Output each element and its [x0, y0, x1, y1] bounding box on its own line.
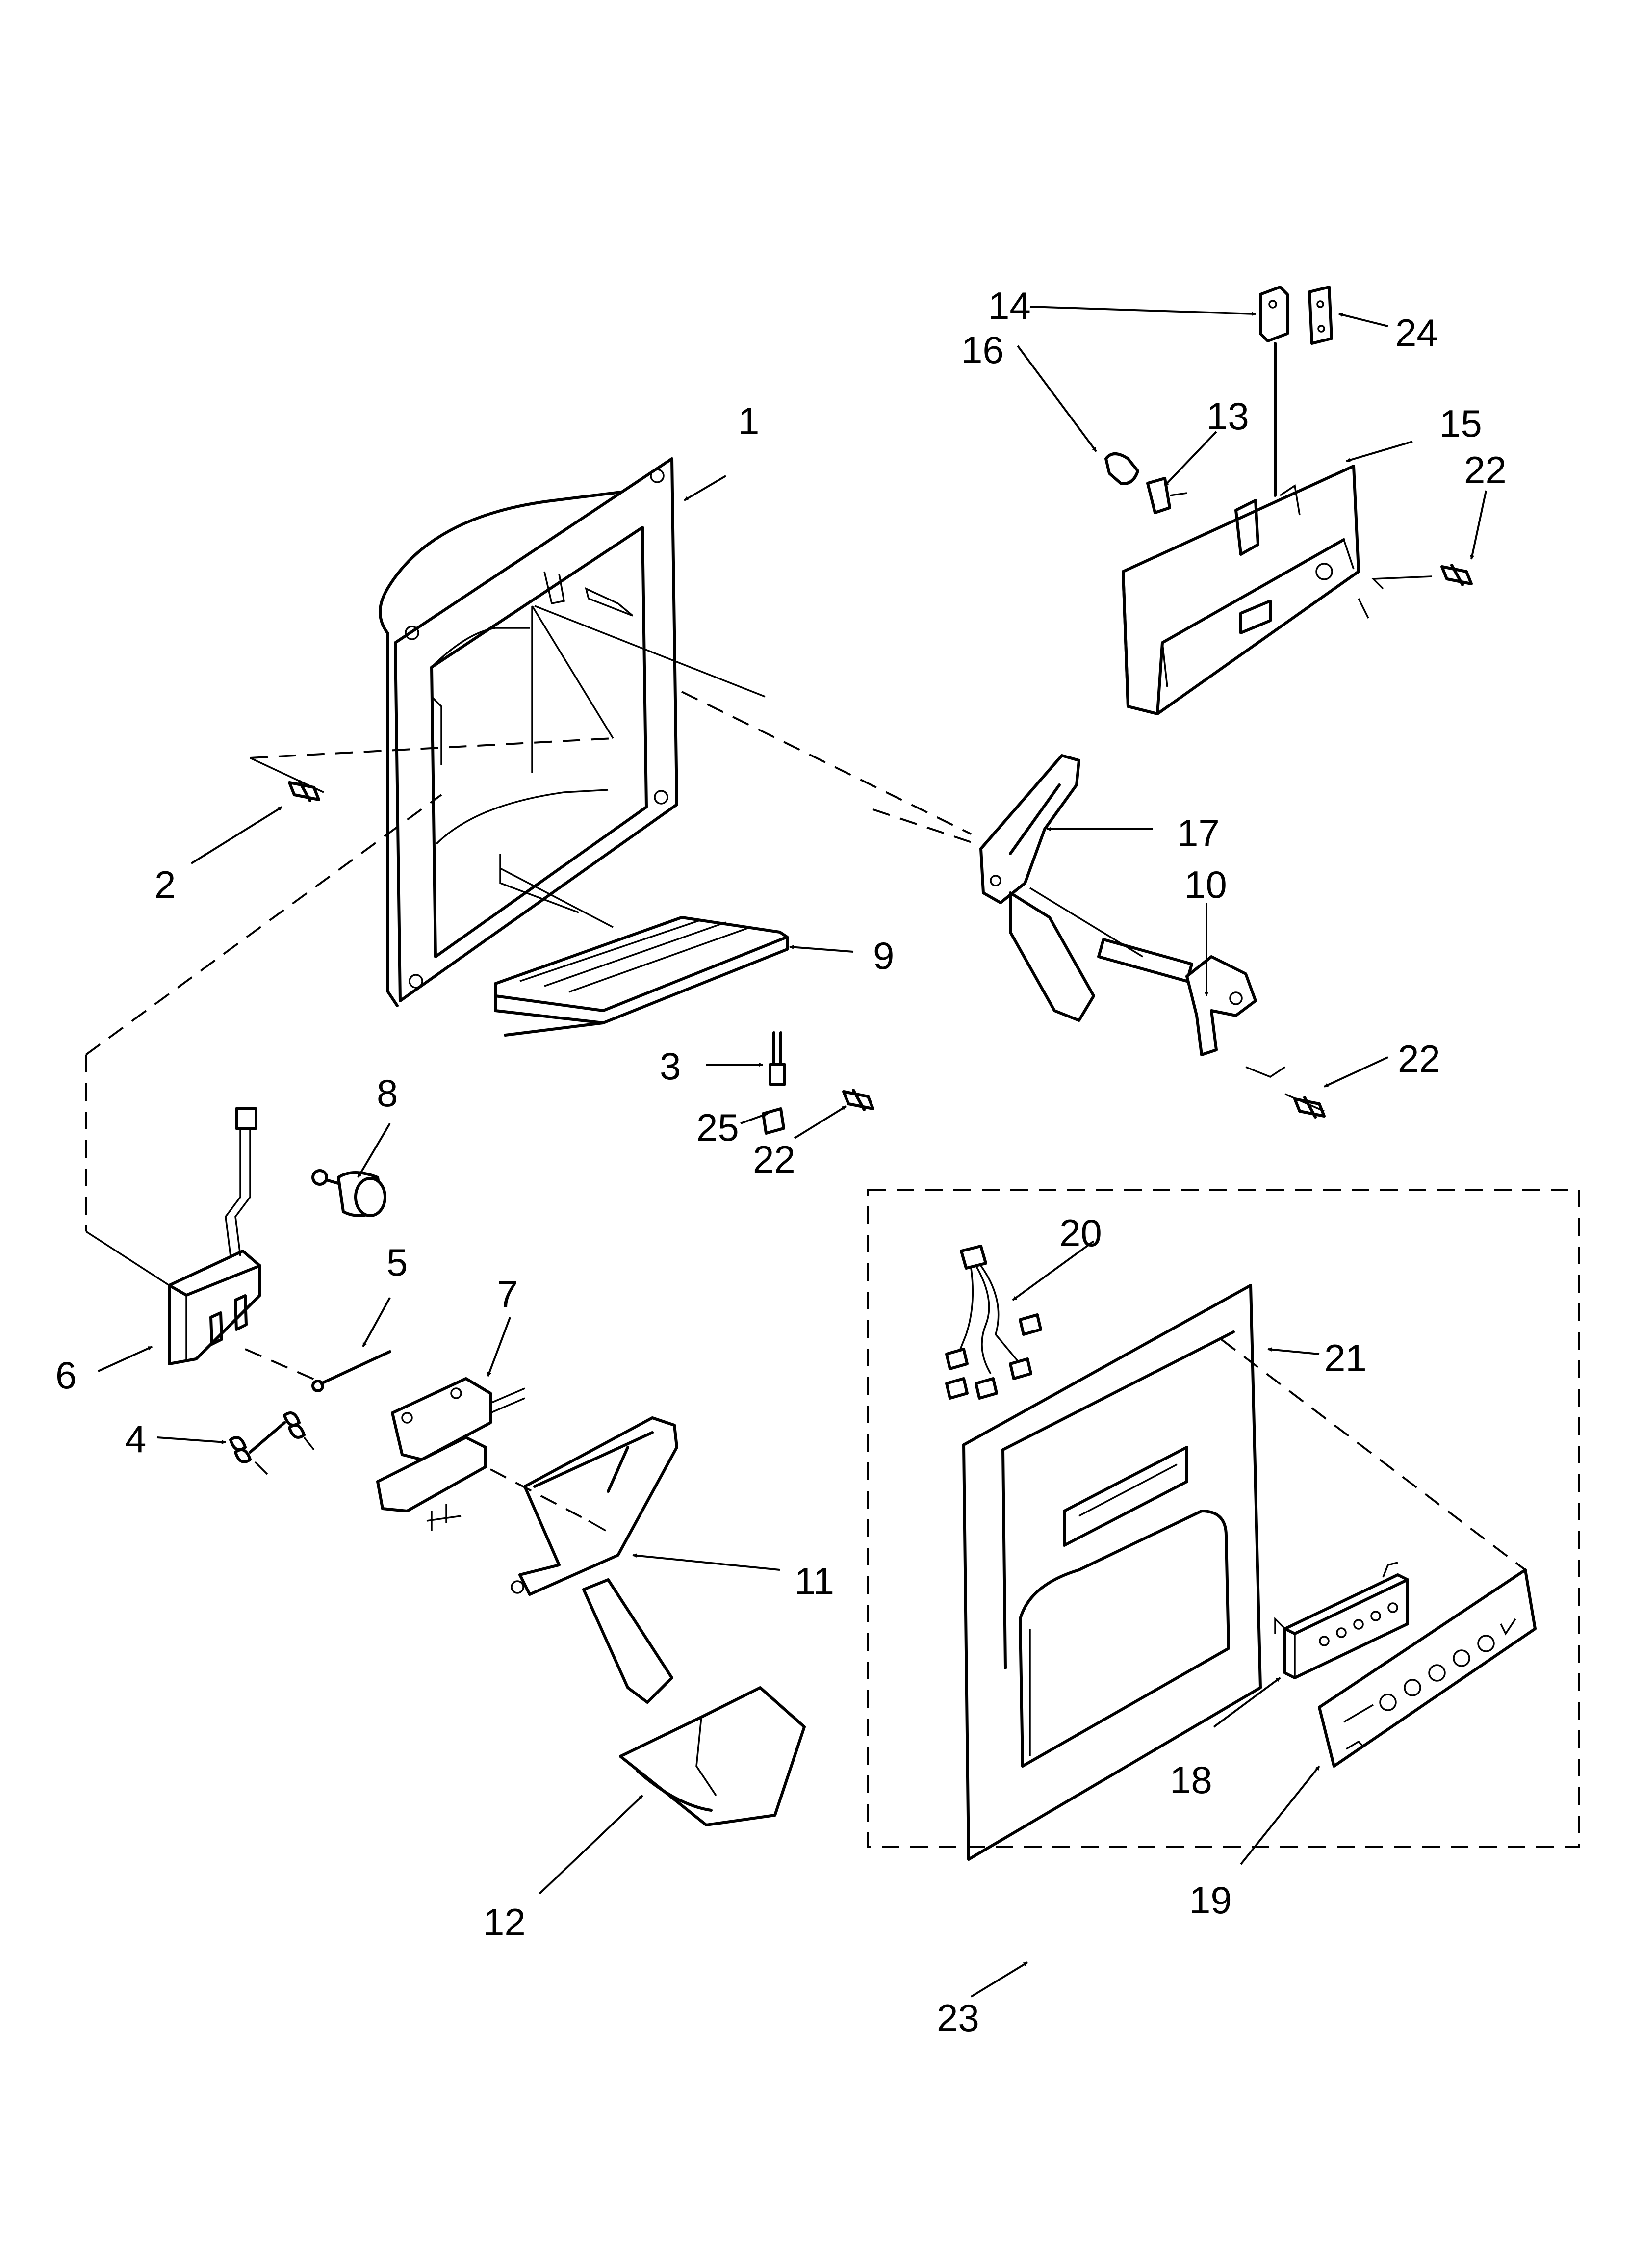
leader-lines: [98, 306, 1487, 1998]
callout-10: 10: [1184, 863, 1227, 906]
callout-20: 20: [1059, 1211, 1102, 1254]
callout-22b: 22: [1398, 1037, 1440, 1080]
callout-24: 24: [1395, 311, 1438, 354]
callout-22c: 22: [753, 1138, 795, 1181]
part-10-arm: [1097, 938, 1257, 1056]
part-16-bulb: [1104, 452, 1139, 485]
callout-14: 14: [988, 284, 1031, 327]
callout-13: 13: [1206, 394, 1249, 438]
part-21-front-panel: [962, 1284, 1262, 1861]
callout-6: 6: [55, 1354, 77, 1397]
part-9-drip-tray: [494, 916, 789, 1037]
callout-17: 17: [1177, 811, 1220, 855]
callout-23: 23: [937, 1996, 979, 2039]
callout-12: 12: [483, 1901, 526, 1944]
callout-2: 2: [154, 863, 176, 906]
callout-16: 16: [961, 328, 1004, 371]
callout-4: 4: [125, 1417, 146, 1460]
callout-8: 8: [377, 1071, 398, 1115]
part-19-overlay: [1318, 1568, 1537, 1768]
callout-25: 25: [696, 1106, 739, 1149]
part-5-shaft: [311, 1350, 391, 1392]
callout-5: 5: [386, 1241, 408, 1284]
callout-22a: 22: [1464, 448, 1507, 492]
callout-11: 11: [795, 1560, 834, 1603]
part-25-bracket: [762, 1107, 785, 1135]
screw-part-22-center: [842, 1089, 874, 1111]
callout-19: 19: [1189, 1878, 1232, 1922]
part-7-actuator: [376, 1377, 525, 1531]
part-17-lever: [979, 754, 1095, 1022]
callout-labels: 1 2 3 4 5 6 7 8 9 10 11 12 13 14 15 16 1…: [55, 284, 1507, 2039]
part-1-housing: [379, 457, 678, 1007]
callout-3: 3: [660, 1044, 681, 1088]
part-6-motor: [168, 1107, 261, 1365]
part-12-chute-cup: [619, 1686, 806, 1826]
assembly-23-box: [867, 1189, 1580, 1848]
part-4-springs: [229, 1411, 315, 1475]
callout-21: 21: [1324, 1336, 1367, 1380]
callout-7: 7: [497, 1273, 518, 1316]
screw-part-22-right-upper: [1440, 564, 1473, 586]
part-15-bracket: [1122, 465, 1360, 715]
callout-1: 1: [738, 399, 759, 443]
callout-15: 15: [1439, 402, 1482, 445]
part-8-solenoid: [311, 1169, 386, 1217]
part-13-socket: [1146, 477, 1187, 514]
assembly-lines: [85, 575, 1526, 1571]
callout-9: 9: [873, 934, 894, 977]
part-11-chute-door: [511, 1416, 678, 1704]
part-14-switch: [1259, 286, 1289, 497]
screw-part-2: [288, 780, 320, 802]
part-20-harness: [945, 1245, 1042, 1400]
callout-18: 18: [1170, 1758, 1212, 1801]
screw-part-22-right-lower: [1293, 1096, 1326, 1119]
part-18-control-board: [1274, 1562, 1409, 1679]
part-24-insulator: [1308, 286, 1333, 345]
part-3-clip: [762, 1031, 786, 1135]
